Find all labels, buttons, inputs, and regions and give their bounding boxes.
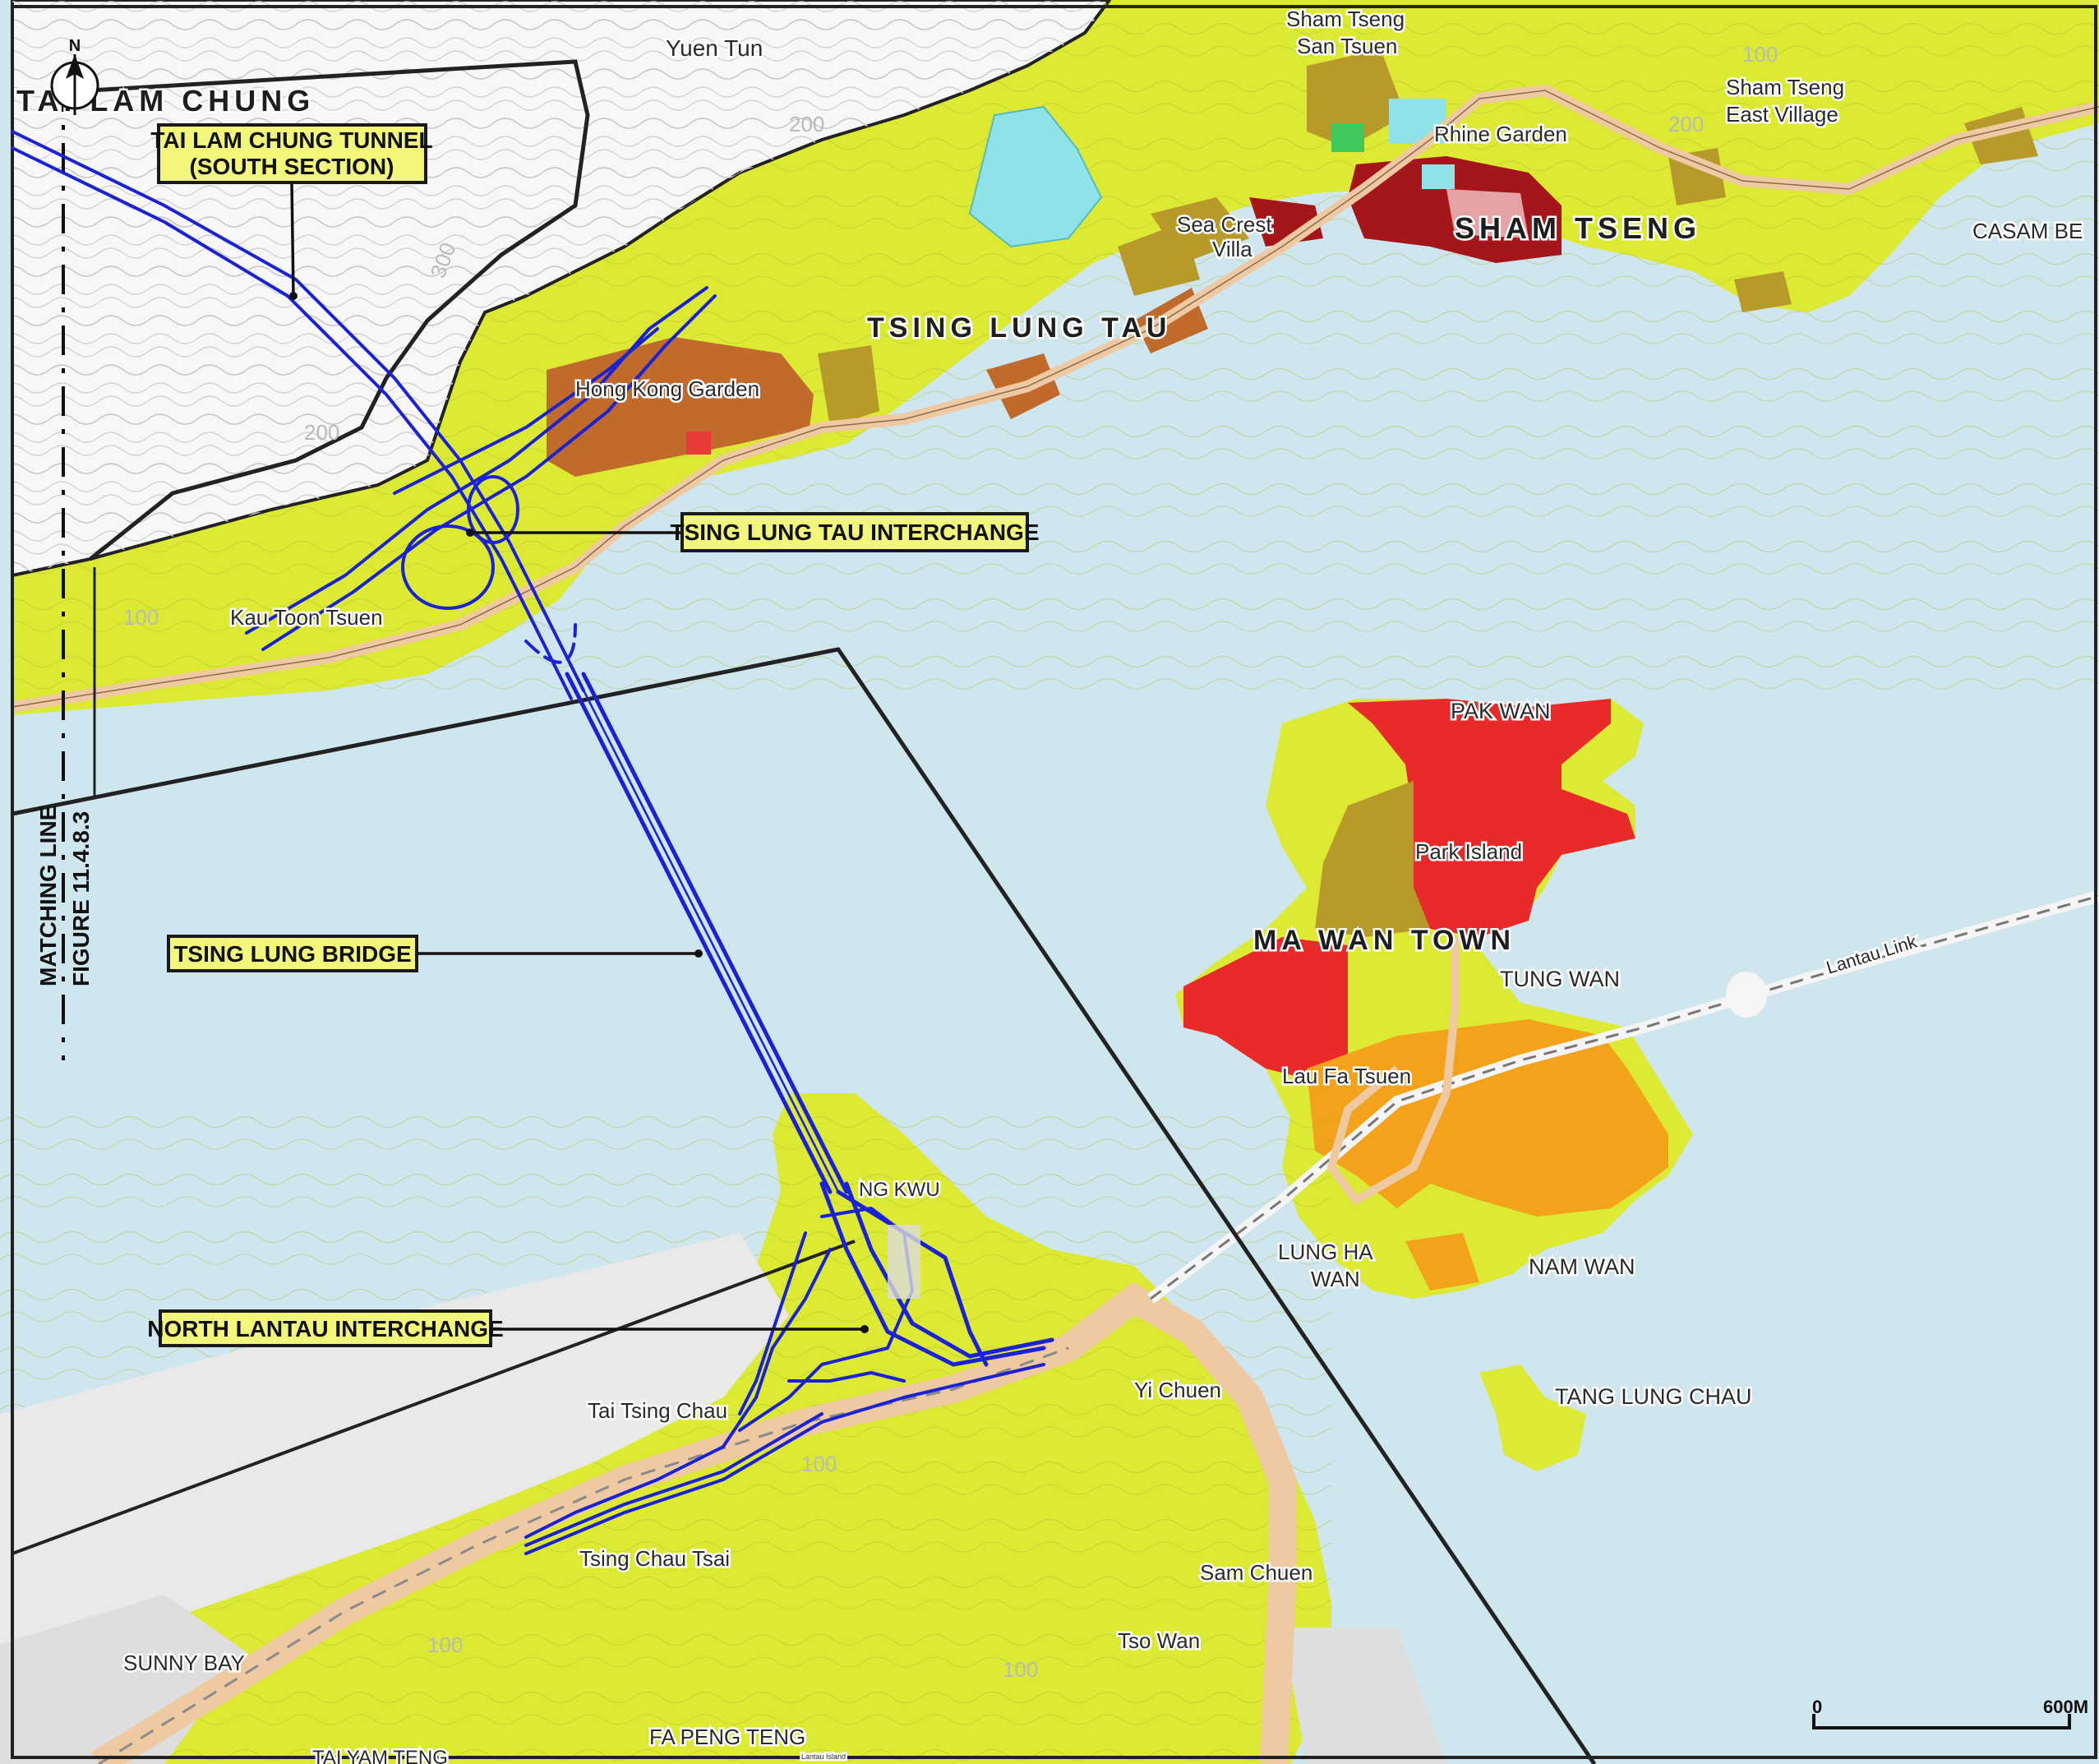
north-arrow: N bbox=[50, 37, 99, 115]
label-sham-tseng-east-2: East Village bbox=[1726, 102, 1838, 127]
label-nam-wan: NAM WAN bbox=[1529, 1254, 1635, 1279]
ma-wan-orange-2 bbox=[1405, 1233, 1479, 1291]
tlt-callout-text: TSING LUNG TAU INTERCHANGE bbox=[670, 520, 1039, 545]
sham-tseng-cyan-2 bbox=[1422, 164, 1455, 189]
tunnel-callout-line1: TAI LAM CHUNG TUNNEL bbox=[150, 127, 432, 153]
matching-line-text1: MATCHING LINE bbox=[35, 806, 61, 986]
contour-label-200b: 200 bbox=[304, 420, 339, 445]
label-rhine-garden: Rhine Garden bbox=[1434, 122, 1567, 146]
label-tsing-lung-tau: TSING LUNG TAU bbox=[867, 312, 1171, 344]
tunnel-leader bbox=[290, 182, 295, 297]
kap-shui-mun-tower bbox=[1726, 972, 1767, 1018]
ma-wan-road bbox=[1326, 937, 1459, 1206]
label-tai-tsing-chau: Tai Tsing Chau bbox=[588, 1398, 727, 1423]
contour-label-100e: 100 bbox=[427, 1632, 463, 1657]
tunnel-callout-box bbox=[157, 123, 427, 184]
tlt-village-1 bbox=[818, 345, 879, 427]
lantau-link bbox=[1146, 890, 2099, 1304]
nl-callout-box bbox=[159, 1309, 492, 1347]
matching-line-text2: FIGURE 11.4.8.3 bbox=[68, 811, 94, 986]
reservoir bbox=[968, 105, 1103, 248]
label-sham-tseng-san-tsuen-2: San Tsuen bbox=[1297, 34, 1397, 58]
contour-label-100f: 100 bbox=[1003, 1657, 1038, 1682]
castle-peak-road-edge bbox=[12, 90, 2099, 708]
callouts: TAI LAM CHUNG TUNNEL (SOUTH SECTION) TSI… bbox=[147, 123, 1040, 1347]
label-lung-ha-wan-1: LUNG HA bbox=[1278, 1240, 1373, 1264]
map-border bbox=[11, 5, 2097, 1759]
label-sunny-bay: SUNNY BAY bbox=[123, 1651, 245, 1675]
scale-bar: 0 600M bbox=[1812, 1697, 2088, 1729]
label-fa-peng-teng: FA PENG TENG bbox=[649, 1725, 805, 1749]
tlt-callout-box bbox=[680, 512, 1029, 552]
contour-label-100c: 100 bbox=[1742, 42, 1778, 67]
north-label: N bbox=[69, 37, 81, 55]
label-sham-tseng-san-tsuen-1: Sham Tseng bbox=[1286, 7, 1405, 31]
label-sea-crest-2: Villa bbox=[1212, 237, 1252, 261]
contour-label-200c: 200 bbox=[1668, 112, 1704, 136]
boundary-line bbox=[12, 647, 1597, 1764]
label-lung-ha-wan-2: WAN bbox=[1311, 1267, 1360, 1291]
lantau-south-grey bbox=[1282, 1628, 1446, 1764]
label-sham-tseng-east-1: Sham Tseng bbox=[1726, 75, 1844, 99]
ma-wan-red-west bbox=[1183, 937, 1348, 1077]
label-tso-wan: Tso Wan bbox=[1118, 1628, 1200, 1653]
label-tung-wan: TUNG WAN bbox=[1500, 967, 1620, 991]
label-ma-wan-town: MA WAN TOWN bbox=[1253, 925, 1515, 956]
ma-wan-red-north bbox=[1348, 699, 1635, 937]
sea-crest-villa bbox=[1151, 197, 1249, 263]
nl-callout-text: NORTH LANTAU INTERCHANGE bbox=[147, 1316, 503, 1341]
label-tang-lung-chau: TANG LUNG CHAU bbox=[1555, 1384, 1752, 1409]
country-park-boundary bbox=[89, 59, 590, 561]
ma-wan-olive bbox=[1315, 781, 1430, 937]
label-yi-chuen: Yi Chuen bbox=[1134, 1378, 1221, 1402]
label-pak-wan: PAK WAN bbox=[1451, 699, 1551, 723]
contour-label-100d: 100 bbox=[801, 1452, 837, 1476]
reclaimed-grey-land bbox=[0, 1233, 789, 1764]
tunnel-callout-line2: (SOUTH SECTION) bbox=[190, 154, 394, 179]
label-lau-fa-tsuen: Lau Fa Tsuen bbox=[1282, 1064, 1411, 1088]
label-tai-yam-teng: TAI YAM TENG bbox=[312, 1747, 448, 1764]
sham-tseng-green bbox=[1331, 123, 1364, 152]
label-ng-kwu: NG KWU bbox=[859, 1179, 940, 1201]
label-sham-tseng: SHAM TSENG bbox=[1455, 211, 1701, 245]
label-lantau-island: Lantau Island bbox=[801, 1752, 846, 1761]
sham-tseng-pink bbox=[1446, 189, 1529, 238]
label-kau-tsuen: Kau Toon Tsuen bbox=[230, 605, 383, 630]
scale-end: 600M bbox=[2043, 1697, 2088, 1717]
scale-start: 0 bbox=[1812, 1697, 1822, 1717]
contour-label-200a: 200 bbox=[789, 112, 824, 136]
label-hong-kong-garden: Hong Kong Garden bbox=[575, 376, 759, 401]
label-park-island: Park Island bbox=[1415, 839, 1522, 864]
interchange-grey-block bbox=[888, 1225, 920, 1299]
hkg-red-block bbox=[686, 432, 711, 455]
boundary-line-2 bbox=[12, 1240, 856, 1555]
contour-label-100b: 100 bbox=[123, 605, 159, 630]
east-village-block-3 bbox=[1734, 271, 1792, 312]
label-tsing-chau-tsai: Tsing Chau Tsai bbox=[579, 1546, 730, 1571]
label-yuen-tun: Yuen Tun bbox=[666, 35, 763, 61]
lantau-rail bbox=[98, 1346, 1069, 1764]
tang-lung-chau bbox=[1479, 1365, 1586, 1471]
matching-line-label: MATCHING LINE FIGURE 11.4.8.3 bbox=[35, 806, 94, 986]
tuen-mun-chek-lap-kok-alignment bbox=[11, 130, 1054, 1555]
lantau-expressway bbox=[91, 1281, 1296, 1764]
label-sea-crest-1: Sea Crest bbox=[1177, 212, 1272, 237]
bridge-callout-text: TSING LUNG BRIDGE bbox=[173, 941, 411, 967]
bridge-callout-box bbox=[167, 935, 418, 972]
label-casam: CASAM BE bbox=[1972, 219, 2083, 243]
label-sam-chuen: Sam Chuen bbox=[1200, 1560, 1312, 1585]
